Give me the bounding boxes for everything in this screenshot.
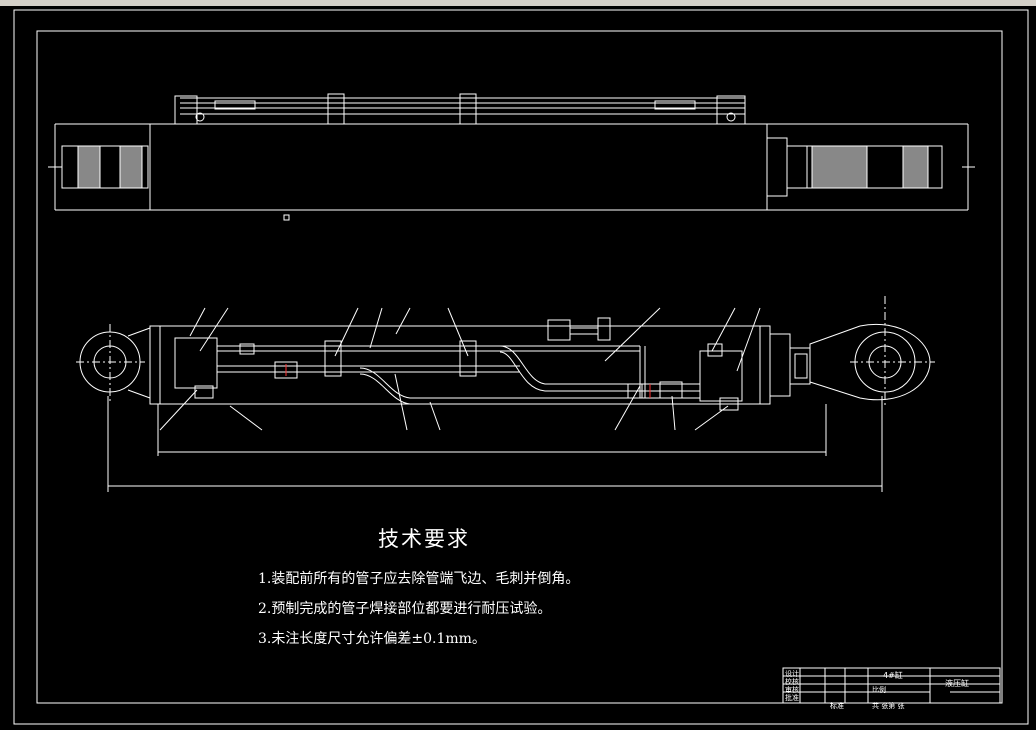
window-top-strip: [0, 0, 1036, 6]
requirement-1: 1.装配前所有的管子应去除管端飞边、毛刺并倒角。: [258, 571, 580, 587]
title-block-material: 标准: [830, 702, 844, 710]
title-block-frame: [782, 667, 1001, 704]
title-block-row-review: 审核: [785, 686, 799, 694]
sheet-outer-border: [13, 9, 1029, 725]
title-block-part-name: 4#缸: [883, 671, 903, 680]
title-block-row-check: 校核: [785, 678, 799, 686]
title-block-row-design: 设计: [785, 670, 799, 678]
title-block-drawing-name: 液压缸: [945, 679, 969, 688]
drawing-frame: [36, 30, 1003, 704]
accent-marks: [285, 364, 651, 398]
drawing-canvas[interactable]: [0, 6, 1036, 730]
requirement-3: 3.未注长度尺寸允许偏差±0.1mm。: [258, 631, 486, 647]
title-block-scale: 比例: [872, 686, 886, 694]
view-marker: [283, 214, 290, 221]
bottom-view-assembly: [76, 296, 935, 492]
technical-requirements-title: 技术要求: [378, 527, 470, 551]
title-block-row-approve: 批准: [785, 694, 799, 702]
top-view-cylinder: [48, 93, 975, 211]
requirement-2: 2.预制完成的管子焊接部位都要进行耐压试验。: [258, 601, 552, 617]
title-block-sheet: 共 张第 张: [872, 702, 905, 710]
